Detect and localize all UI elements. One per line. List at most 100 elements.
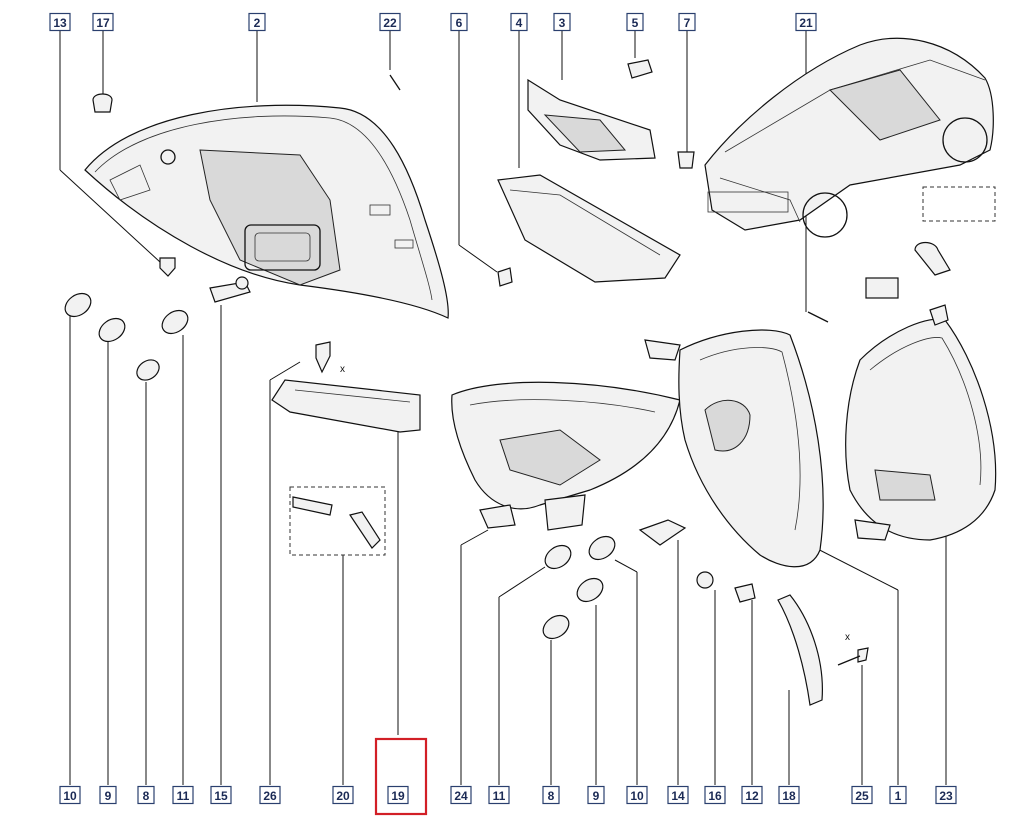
callout-22: 22 bbox=[379, 12, 401, 32]
callout-number: 10 bbox=[630, 789, 644, 803]
callout-b10b: 10 bbox=[626, 785, 648, 805]
clip-icon bbox=[92, 74, 401, 303]
callout-box bbox=[99, 785, 117, 805]
callout-box bbox=[795, 12, 817, 32]
bulb-holder-icon bbox=[807, 186, 996, 323]
side-indicator bbox=[497, 59, 695, 287]
callout-box bbox=[889, 785, 907, 805]
callout-box bbox=[387, 785, 409, 805]
callout-number: 1 bbox=[895, 789, 902, 803]
callout-box bbox=[137, 785, 155, 805]
callout-b15: 15 bbox=[210, 785, 232, 805]
callout-b23: 23 bbox=[935, 785, 957, 805]
callout-17: 17 bbox=[92, 12, 114, 32]
callout-box bbox=[510, 12, 528, 32]
callout-box bbox=[379, 12, 401, 32]
callout-b1: 1 bbox=[889, 785, 907, 805]
callout-number: 25 bbox=[855, 789, 869, 803]
callout-b12: 12 bbox=[741, 785, 763, 805]
callout-number: 26 bbox=[263, 789, 277, 803]
callout-box bbox=[851, 785, 873, 805]
callout-b25: 25 bbox=[851, 785, 873, 805]
callout-box bbox=[259, 785, 281, 805]
callout-box bbox=[935, 785, 957, 805]
callout-box bbox=[626, 785, 648, 805]
callout-box bbox=[542, 785, 560, 805]
callout-box bbox=[332, 785, 354, 805]
callout-number: 18 bbox=[782, 789, 796, 803]
callout-number: 9 bbox=[593, 789, 600, 803]
callout-box bbox=[248, 12, 266, 32]
callout-number: 16 bbox=[708, 789, 722, 803]
callout-box bbox=[210, 785, 232, 805]
callout-box bbox=[667, 785, 689, 805]
callout-number: 21 bbox=[799, 16, 813, 30]
callout-b18: 18 bbox=[778, 785, 800, 805]
car-icon bbox=[704, 37, 994, 238]
callout-number: 9 bbox=[105, 789, 112, 803]
callout-number: 23 bbox=[939, 789, 953, 803]
callout-b24: 24 bbox=[450, 785, 472, 805]
callout-number: 24 bbox=[454, 789, 468, 803]
callout-number: 10 bbox=[63, 789, 77, 803]
callout-number: 11 bbox=[177, 789, 190, 803]
callout-box bbox=[450, 12, 468, 32]
callout-number: 19 bbox=[391, 789, 405, 803]
callout-b9a: 9 bbox=[99, 785, 117, 805]
callout-7: 7 bbox=[678, 12, 696, 32]
connector-kit bbox=[289, 486, 386, 556]
front-lamp bbox=[638, 329, 824, 603]
callout-number: 14 bbox=[671, 789, 685, 803]
callout-number: 5 bbox=[632, 16, 639, 30]
axis-mark-x1: x bbox=[340, 364, 345, 375]
callout-b14: 14 bbox=[667, 785, 689, 805]
callout-box bbox=[553, 12, 571, 32]
bulb-icon bbox=[64, 292, 616, 640]
callout-number: 13 bbox=[53, 16, 67, 30]
callout-box bbox=[172, 785, 194, 805]
callout-13: 13 bbox=[49, 12, 71, 32]
callout-b8b: 8 bbox=[542, 785, 560, 805]
axis-mark-x2: x bbox=[845, 632, 850, 643]
corner-lamp bbox=[845, 304, 997, 541]
callout-21: 21 bbox=[795, 12, 817, 32]
callout-number: 2 bbox=[254, 16, 261, 30]
callout-box bbox=[587, 785, 605, 805]
callout-4: 4 bbox=[510, 12, 528, 32]
callout-3: 3 bbox=[553, 12, 571, 32]
callout-box bbox=[678, 12, 696, 32]
callout-number: 22 bbox=[383, 16, 397, 30]
callout-b16: 16 bbox=[704, 785, 726, 805]
callout-number: 8 bbox=[548, 789, 555, 803]
callout-box bbox=[488, 785, 510, 805]
callout-box bbox=[626, 12, 644, 32]
rear-lamp-icon bbox=[84, 104, 449, 319]
callout-box bbox=[704, 785, 726, 805]
callout-b11b: 11 bbox=[488, 785, 510, 805]
highlight-frame bbox=[374, 737, 428, 816]
callout-box bbox=[59, 785, 81, 805]
callout-b20: 20 bbox=[332, 785, 354, 805]
callout-number: 6 bbox=[456, 16, 463, 30]
callout-box bbox=[778, 785, 800, 805]
callout-number: 3 bbox=[559, 16, 566, 30]
plate-lamp: x bbox=[271, 341, 421, 433]
callout-6: 6 bbox=[450, 12, 468, 32]
callout-number: 7 bbox=[684, 16, 691, 30]
callout-box bbox=[92, 12, 114, 32]
callout-number: 15 bbox=[214, 789, 228, 803]
callout-2: 2 bbox=[248, 12, 266, 32]
callout-b8a: 8 bbox=[137, 785, 155, 805]
callout-b9b: 9 bbox=[587, 785, 605, 805]
callout-b19: 19 bbox=[387, 785, 409, 805]
headlamp bbox=[451, 381, 681, 531]
callout-number: 11 bbox=[493, 789, 506, 803]
callout-box bbox=[49, 12, 71, 32]
callout-b11a: 11 bbox=[172, 785, 194, 805]
callout-number: 17 bbox=[96, 16, 110, 30]
callout-b26: 26 bbox=[259, 785, 281, 805]
side-marker: x bbox=[777, 594, 869, 706]
callout-box bbox=[741, 785, 763, 805]
callout-number: 12 bbox=[745, 789, 759, 803]
